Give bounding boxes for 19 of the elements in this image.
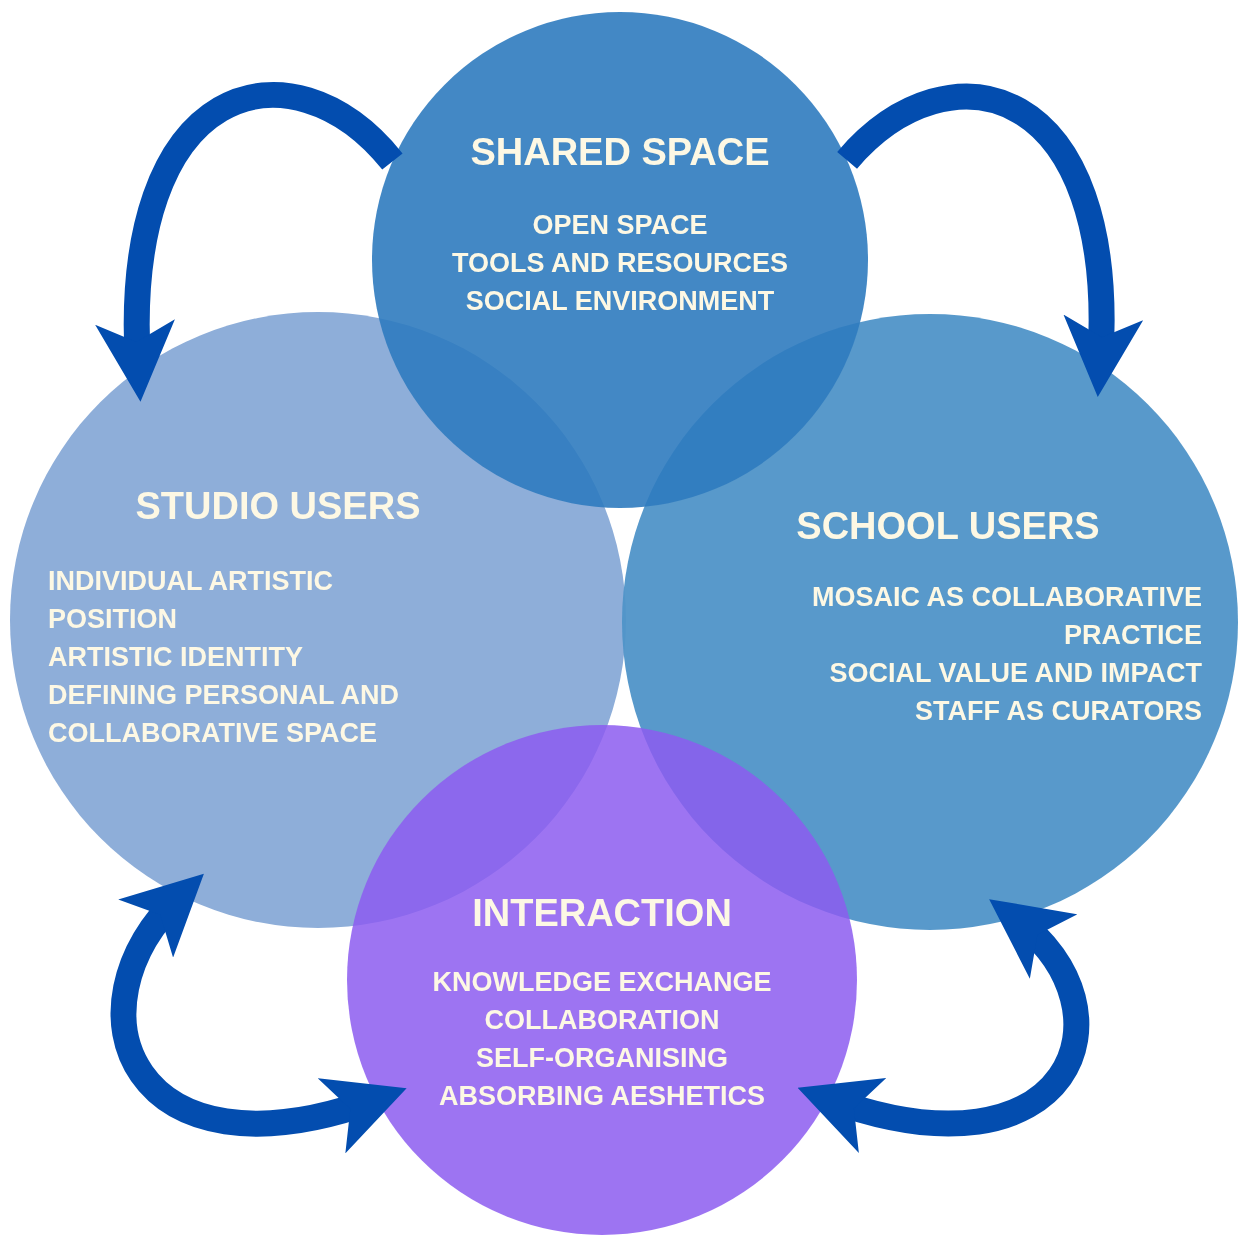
list-item: STAFF AS CURATORS: [914, 695, 1202, 728]
circle-heading: STUDIO USERS: [134, 484, 422, 528]
curved-arrow: [796, 896, 1090, 1151]
circle-heading: SHARED SPACE: [469, 130, 771, 174]
list-item: SOCIAL VALUE AND IMPACT: [828, 657, 1202, 690]
list-item: SELF-ORGANISING: [475, 1042, 729, 1075]
list-item: KNOWLEDGE EXCHANGE: [431, 966, 773, 999]
list-item: TOOLS AND RESOURCES: [450, 247, 789, 280]
list-item: ABSORBING AESHETICS: [438, 1080, 766, 1113]
circle-heading: SCHOOL USERS: [795, 504, 1101, 548]
list-item: SOCIAL ENVIRONMENT: [464, 285, 776, 318]
list-item: ARTISTIC IDENTITY: [48, 641, 304, 674]
circle-heading: INTERACTION: [471, 891, 733, 935]
list-item: DEFINING PERSONAL AND COLLABORATIVE SPACE: [48, 679, 401, 750]
list-item: MOSAIC AS COLLABORATIVE PRACTICE: [811, 581, 1202, 652]
curved-arrow: [110, 871, 408, 1152]
list-item: COLLABORATION: [483, 1004, 721, 1037]
list-item: INDIVIDUAL ARTISTIC POSITION: [48, 565, 334, 636]
list-item: OPEN SPACE: [531, 209, 709, 242]
